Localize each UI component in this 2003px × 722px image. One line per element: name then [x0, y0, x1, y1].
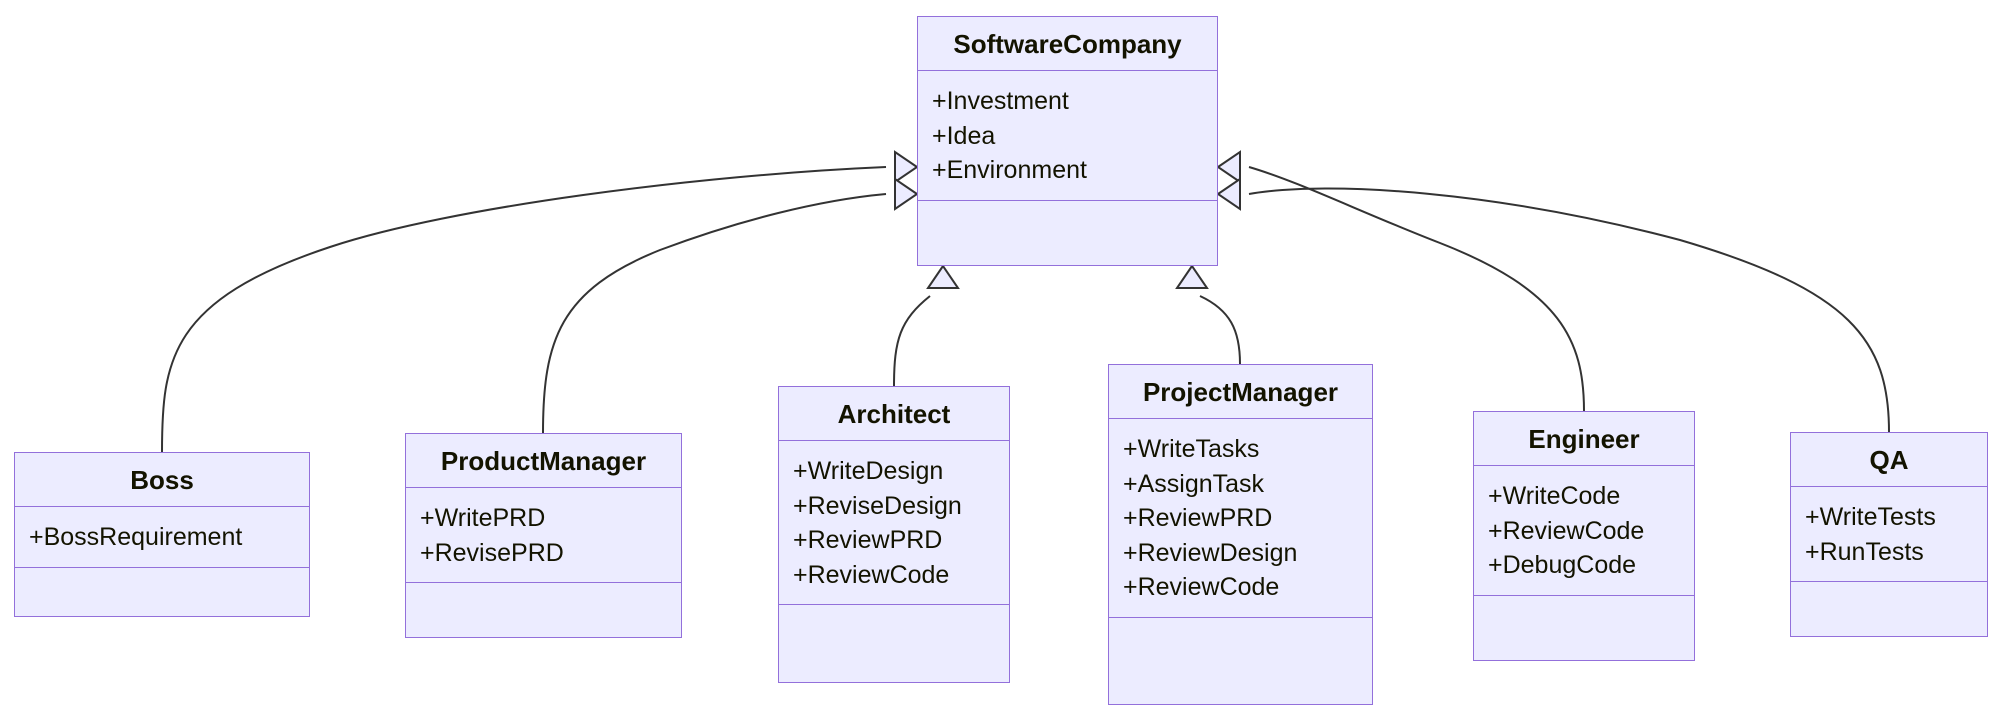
uml-class-architect[interactable]: Architect +WriteDesign +ReviseDesign +Revie…: [778, 386, 1010, 683]
class-attribute: +WriteDesign: [793, 457, 944, 485]
class-attribute: +WritePRD: [420, 504, 546, 532]
class-methods-boss: [15, 568, 309, 587]
class-title-boss: Boss: [15, 453, 309, 507]
class-attribute: +Investment: [932, 87, 1069, 115]
inheritance-edge-architect: [893, 264, 960, 387]
inheritance-arrowhead-icon: [894, 177, 919, 211]
class-attribute: +ReviewPRD: [1123, 504, 1273, 532]
uml-class-software-company[interactable]: SoftwareCompany +Investment +Idea +Environm…: [917, 16, 1218, 266]
class-attributes-qa: +WriteTests +RunTests: [1791, 487, 1987, 582]
edge-line: [893, 295, 931, 387]
class-methods-product-manager: [406, 583, 681, 602]
class-attribute: +WriteTests: [1805, 503, 1936, 531]
uml-class-boss[interactable]: Boss +BossRequirement: [14, 452, 310, 617]
class-attributes-boss: +BossRequirement: [15, 507, 309, 568]
class-methods-project-manager: [1109, 618, 1372, 637]
class-title-project-manager: ProjectManager: [1109, 365, 1372, 419]
inheritance-edge-project-manager: [1175, 264, 1241, 365]
class-attributes-product-manager: +WritePRD +RevisePRD: [406, 488, 681, 583]
class-attribute: +RunTests: [1805, 537, 1924, 566]
class-attribute: +ReviewCode: [1488, 516, 1645, 545]
class-title-product-manager: ProductManager: [406, 434, 681, 488]
uml-class-qa[interactable]: QA +WriteTests +RunTests: [1790, 432, 1988, 637]
inheritance-arrowhead-icon: [926, 264, 960, 289]
class-title-engineer: Engineer: [1474, 412, 1694, 466]
class-attribute: +AssignTask: [1123, 469, 1265, 498]
class-attribute: +BossRequirement: [29, 523, 243, 551]
class-attribute: +ReviewCode: [1123, 573, 1280, 601]
class-methods-architect: [779, 605, 1009, 624]
uml-class-engineer[interactable]: Engineer +WriteCode +ReviewCode +DebugCode: [1473, 411, 1695, 661]
inheritance-arrowhead-icon: [894, 150, 919, 184]
inheritance-arrowhead-icon: [1216, 150, 1241, 184]
class-attribute: +ReviewDesign: [1123, 538, 1298, 567]
uml-class-project-manager[interactable]: ProjectManager +WriteTasks +AssignTask +Rev…: [1108, 364, 1373, 705]
inheritance-arrowhead-icon: [1216, 177, 1241, 211]
class-methods-engineer: [1474, 596, 1694, 615]
class-title-architect: Architect: [779, 387, 1009, 441]
class-attributes-architect: +WriteDesign +ReviseDesign +ReviewPRD +Revi…: [779, 441, 1009, 605]
class-attributes-project-manager: +WriteTasks +AssignTask +ReviewPRD +ReviewD…: [1109, 419, 1372, 618]
class-attribute: +ReviewCode: [793, 560, 950, 589]
inheritance-arrowhead-icon: [1175, 264, 1209, 289]
class-attribute: +RevisePRD: [420, 538, 564, 567]
class-methods-software-company: [918, 201, 1217, 220]
class-attribute: +WriteCode: [1488, 482, 1621, 510]
class-attribute: +ReviseDesign: [793, 491, 962, 520]
uml-class-product-manager[interactable]: ProductManager +WritePRD +RevisePRD: [405, 433, 682, 638]
class-title-qa: QA: [1791, 433, 1987, 487]
class-attribute: +Idea: [932, 121, 996, 150]
class-attributes-engineer: +WriteCode +ReviewCode +DebugCode: [1474, 466, 1694, 596]
class-attribute: +WriteTasks: [1123, 435, 1260, 463]
class-title-software-company: SoftwareCompany: [918, 17, 1217, 71]
class-methods-qa: [1791, 582, 1987, 601]
class-attributes-software-company: +Investment +Idea +Environment: [918, 71, 1217, 201]
class-attribute: +ReviewPRD: [793, 526, 943, 554]
class-attribute: +DebugCode: [1488, 551, 1637, 579]
class-attribute: +Environment: [932, 156, 1087, 184]
edge-line: [1199, 295, 1241, 365]
